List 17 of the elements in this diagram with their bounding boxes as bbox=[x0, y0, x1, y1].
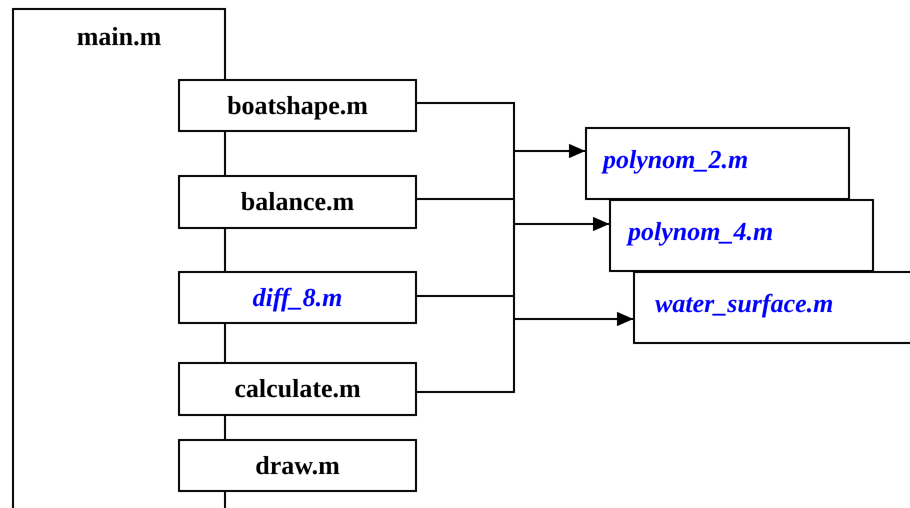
module-box bbox=[178, 439, 417, 492]
module-box bbox=[178, 271, 417, 324]
module-name: water_surface.m bbox=[655, 290, 834, 316]
module-name: polynom_4.m bbox=[628, 218, 774, 244]
module-box bbox=[178, 79, 417, 132]
module-name: polynom_2.m bbox=[603, 146, 748, 172]
module-box bbox=[178, 175, 417, 229]
module-name: draw.m bbox=[255, 452, 340, 478]
module-box bbox=[609, 199, 874, 272]
module-box bbox=[178, 362, 417, 416]
module-name: diff_8.m bbox=[252, 284, 342, 310]
module-name: main.m bbox=[76, 24, 162, 50]
module-name: calculate.m bbox=[234, 376, 361, 402]
module-box bbox=[633, 271, 910, 344]
module-name: balance.m bbox=[240, 189, 354, 215]
module-box bbox=[585, 127, 850, 200]
module-name: boatshape.m bbox=[227, 92, 368, 118]
